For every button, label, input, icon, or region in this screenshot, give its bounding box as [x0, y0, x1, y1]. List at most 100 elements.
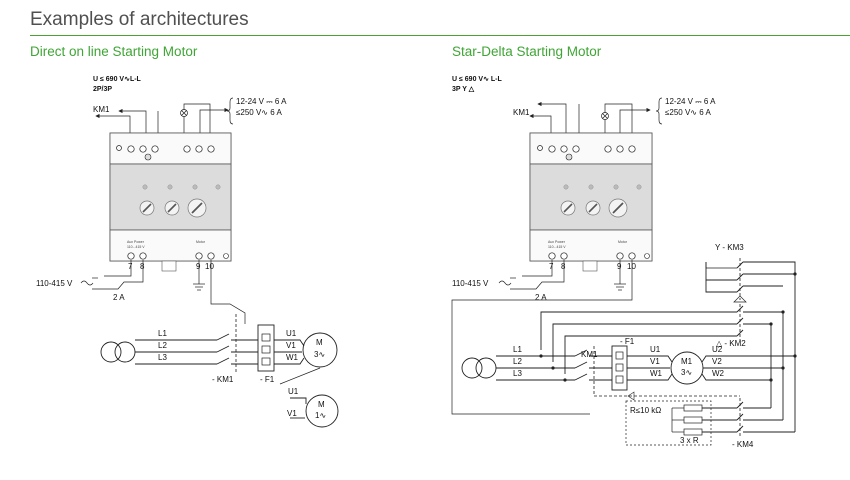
left-aux-line-top-b: [104, 260, 132, 277]
left-km1-output-label: KM1: [93, 105, 110, 114]
left-w1-label: W1: [286, 353, 299, 362]
left-aux-wire-3: [199, 107, 229, 141]
right-top-hole-icon: [537, 145, 543, 151]
right-aux-wire-3: [619, 107, 651, 141]
left-fuse-label: 2 A: [113, 293, 125, 302]
left-transformer-secondary-icon: [114, 341, 136, 363]
right-poles: 3P Y △: [452, 86, 475, 93]
left-motor-wire-w: [274, 357, 305, 365]
left-din-clip: [161, 260, 177, 272]
right-u1-label: U1: [650, 345, 661, 354]
right-l3-label: L3: [513, 369, 522, 378]
right-f1-label: - F1: [620, 337, 635, 346]
right-aux-line-top-b: [522, 260, 553, 277]
left-aux-brace: [226, 97, 234, 125]
right-motor-3ph-label: 3∿: [681, 368, 692, 377]
right-power-lines: [496, 349, 612, 382]
right-bottom-screws: [548, 252, 650, 260]
left-top-screws: [127, 145, 215, 161]
right-supply-rating: U ≤ 690 V∿ L-L: [452, 76, 502, 83]
left-terminal-10: 10: [205, 262, 214, 271]
left-supply-rating: U ≤ 690 V∿L-L: [93, 76, 142, 83]
right-aux-rating-2: ≤250 V∿ 6 A: [665, 108, 711, 117]
right-control-loop: [451, 260, 633, 415]
right-motor-wire-w1: [627, 373, 673, 381]
right-km2-contacts: [736, 304, 744, 340]
right-w2-label: W2: [712, 369, 725, 378]
left-aux-wire-2: [183, 103, 211, 141]
left-transformer-primary-icon: [100, 341, 122, 363]
right-motor-m: M1: [681, 357, 693, 366]
left-aux-rating-1: 12-24 V ⎓ 6 A: [236, 97, 287, 106]
right-supply-voltage: 110-415 V: [452, 279, 489, 288]
right-adjustment-dials: [560, 198, 628, 218]
left-terminal-9: 9: [196, 262, 201, 271]
left-motor-3ph-icon: [302, 332, 338, 368]
right-terminal-7: 7: [549, 262, 554, 271]
right-aux-rating-1: 12-24 V ⎓ 6 A: [665, 97, 716, 106]
right-bus-1: [743, 261, 796, 432]
left-aux-power-range: 110...415 V: [127, 245, 145, 249]
right-km1-wire-2: [537, 101, 567, 141]
left-u1-label: U1: [286, 329, 297, 338]
right-km2-wire-3: [564, 335, 737, 374]
right-km2-wire-1: [540, 311, 737, 350]
left-power-lines: [135, 333, 262, 365]
left-u1b-label: U1: [288, 387, 299, 396]
right-l1-label: L1: [513, 345, 522, 354]
right-aux-power-range: 110...415 V: [548, 245, 566, 249]
right-aux-power-label: Aux Power: [548, 240, 566, 244]
right-aux-wire-2: [604, 103, 633, 141]
right-led-indicators: [563, 184, 642, 190]
right-diagram: U ≤ 690 V∿ L-L 3P Y △ KM1 12-24 V ⎓ 6 A …: [451, 76, 797, 449]
right-device-front-panel: [529, 163, 653, 231]
right-aux-brace: [655, 97, 663, 125]
right-resistor-label: R≤10 kΩ: [630, 406, 661, 415]
left-f1-label: - F1: [260, 375, 275, 384]
left-adjustment-dials: [139, 198, 207, 218]
right-din-clip: [582, 260, 598, 272]
left-motor-wire-u: [274, 339, 305, 347]
left-terminal-8: 8: [140, 262, 145, 271]
left-motor-1ph-label: 1∿: [315, 411, 326, 420]
right-motor-label: Motor: [618, 240, 628, 244]
left-diagram: U ≤ 690 V∿L-L 2P/3P KM1 12-24 V ⎓ 6 A ≤2…: [36, 76, 339, 428]
right-resistor-box: [625, 400, 712, 446]
right-motor-wire-w2: [701, 373, 771, 381]
left-motor-label: Motor: [196, 240, 206, 244]
right-w1-label: W1: [650, 369, 663, 378]
left-bottom-screws: [127, 252, 229, 260]
left-motor-3ph-label: 3∿: [314, 350, 325, 359]
left-v1b-label: V1: [287, 409, 297, 418]
page-title: Examples of architectures: [30, 9, 249, 30]
left-terminal-7: 7: [128, 262, 133, 271]
right-km3-label: Y - KM3: [715, 243, 744, 252]
left-led-indicators: [142, 184, 221, 190]
left-alt-divider: [279, 367, 321, 385]
right-v2-label: V2: [712, 357, 722, 366]
left-diagram-title: Direct on line Starting Motor: [30, 44, 198, 59]
right-fuse-label: 2 A: [535, 293, 547, 302]
right-terminal-9: 9: [617, 262, 622, 271]
right-km2-wire-2: [552, 323, 737, 362]
left-l3-label: L3: [158, 353, 167, 362]
left-device-front-panel: [109, 163, 232, 231]
right-motor-wire-u2: [701, 355, 795, 363]
right-km2-label: △ - KM2: [716, 339, 746, 348]
left-motor1-wire-u: [290, 397, 307, 404]
right-km3-bar: [705, 262, 737, 269]
right-top-screws: [548, 145, 636, 161]
left-control-link: [210, 260, 246, 324]
right-l2-label: L2: [513, 357, 522, 366]
left-lamp-cross-b: [181, 110, 187, 116]
right-km3-star-2: [705, 280, 737, 293]
left-motor-m-b: M: [318, 400, 325, 409]
left-motor-1ph-icon: [305, 394, 339, 428]
right-u2-label: U2: [712, 345, 723, 354]
left-l2-label: L2: [158, 341, 167, 350]
left-aux-line-bottom: [92, 260, 144, 290]
right-km3-star-1: [705, 262, 737, 281]
left-l1-label: L1: [158, 329, 167, 338]
title-divider: [30, 35, 850, 36]
